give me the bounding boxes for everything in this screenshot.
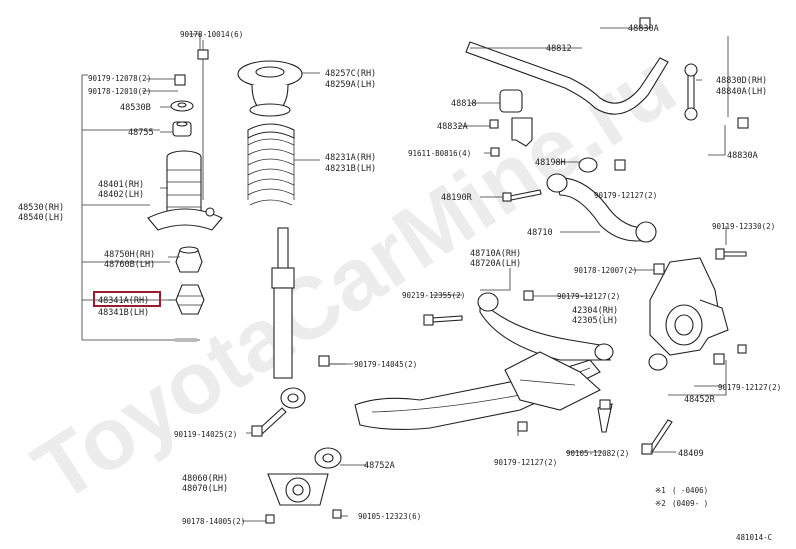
- label-48530B: 48530B: [120, 103, 151, 113]
- label-48818: 48818: [451, 99, 477, 109]
- label-48070: 48070(LH): [182, 484, 228, 494]
- washer: [170, 100, 194, 112]
- label-48540LH: 48540(LH): [18, 213, 64, 223]
- stabilizer-bar: [465, 41, 669, 115]
- shock-rod: [277, 227, 289, 271]
- bracket-bolt-small: [489, 119, 500, 157]
- label-48830A: 48830A: [727, 151, 758, 161]
- label-48341B: 48341B(LH): [98, 308, 149, 318]
- bolt-90219-12355: [423, 314, 463, 326]
- knuckle: [649, 257, 729, 356]
- label-48409: 48409: [678, 449, 704, 459]
- label-90178-12007: 90178-12007(2): [574, 266, 637, 275]
- label-90178-12010: 90178-12010(2): [88, 87, 151, 96]
- label-48190R: 48190R: [441, 193, 473, 203]
- diagram-id: 481014-C: [736, 533, 772, 542]
- label-48760B: 48760B(LH): [104, 260, 155, 270]
- label-48259A: 48259A(LH): [325, 80, 376, 90]
- nut-90179-12127-b: [517, 421, 528, 432]
- lower-link-arm: [477, 292, 614, 361]
- label-90119-14025: 90119-14025(2): [174, 430, 237, 439]
- label-90179-12127-b: 90179-12127(2): [557, 292, 620, 301]
- label-48840A: 48840A(LH): [716, 87, 767, 97]
- bolt-90105-12082: [597, 399, 613, 433]
- upper-spring-seat: [237, 60, 303, 117]
- label-90105-12323: 90105-12323(6): [358, 512, 421, 521]
- bolt-48409: [641, 419, 673, 455]
- label-48755: 48755: [128, 128, 154, 138]
- small-nut: [174, 74, 186, 86]
- label-90179-12127-c: 90179-12127(2): [718, 383, 781, 392]
- label-48752A: 48752A: [364, 461, 395, 471]
- footnote-1-mark: ※1: [655, 486, 666, 495]
- nut-90179-12127-a: [523, 290, 534, 301]
- label-90219-12355: 90219-12355(2): [402, 291, 465, 300]
- label-48812: 48812: [546, 44, 572, 54]
- shock-body: [271, 267, 306, 409]
- label-48402: 48402(LH): [98, 190, 144, 200]
- label-90179-12127-d: 90179-12127(2): [494, 458, 557, 467]
- label-48198H: 48198H: [535, 158, 566, 168]
- label-48231A: 48231A(RH): [325, 153, 376, 163]
- label-90179-12127-a: 90179-12127(2): [594, 191, 657, 200]
- label-90179-12078: 90179-12078(2): [88, 74, 151, 83]
- label-48830A-top: 48830A: [628, 24, 659, 34]
- footnote-1-text: ( -0406): [672, 486, 708, 495]
- bump-stop: [175, 246, 203, 273]
- bracket-ticks: [82, 74, 200, 341]
- stabilizer-bracket: [511, 117, 533, 147]
- label-90179-14045: 90179-14045(2): [354, 360, 417, 369]
- footnote-2-text: (0409- ): [672, 499, 708, 508]
- label-90119-12330: 90119-12330(2): [712, 222, 775, 231]
- nut-top: [197, 40, 209, 200]
- label-90178-10014: 90178-10014(6): [180, 30, 243, 39]
- bolt-90119-12330: [715, 248, 747, 260]
- spacer-plate: [175, 338, 197, 342]
- knuckle-bushing: [648, 344, 747, 371]
- nut-90178-12007: [653, 263, 665, 275]
- shock-bolt: [251, 407, 287, 437]
- upper-arm-bushing: [578, 157, 598, 173]
- label-48257C: 48257C(RH): [325, 69, 376, 79]
- label-90105-12082: 90105-12082(2): [566, 449, 629, 458]
- shock-nut: [318, 355, 330, 367]
- stabilizer-bushing: [499, 89, 523, 113]
- strut-mount: [147, 207, 223, 231]
- label-42305: 42305(LH): [572, 316, 618, 326]
- bracket-bolts: [265, 509, 342, 524]
- dust-boot: [166, 150, 202, 221]
- label-42304: 42304(RH): [572, 306, 618, 316]
- label-48060: 48060(RH): [182, 474, 228, 484]
- label-48231B: 48231B(LH): [325, 164, 376, 174]
- highlight-box[interactable]: [93, 291, 161, 307]
- upper-bushing: [172, 121, 192, 137]
- label-48830D: 48830D(RH): [716, 76, 767, 86]
- rebound-stopper: [175, 284, 205, 315]
- small-nut-upper: [614, 159, 626, 171]
- watermark: ToyotaCarMine.ru: [16, 34, 692, 521]
- label-48832A: 48832A: [437, 122, 468, 132]
- label-48710: 48710: [527, 228, 553, 238]
- label-91611-B0816: 91611-B0816(4): [408, 149, 471, 158]
- crossmember: [504, 351, 601, 411]
- label-48530RH: 48530(RH): [18, 203, 64, 213]
- upper-arm: [546, 173, 657, 243]
- label-48452R: 48452R: [684, 395, 716, 405]
- footnote-2-mark: ※2: [655, 499, 666, 508]
- lower-arm-bushing: [314, 447, 342, 469]
- trailing-bracket: [267, 473, 329, 506]
- label-48720A: 48720A(LH): [470, 259, 521, 269]
- label-90178-14005: 90178-14005(2): [182, 517, 245, 526]
- label-48750H: 48750H(RH): [104, 250, 155, 260]
- label-48401: 48401(RH): [98, 180, 144, 190]
- coil-spring: [247, 123, 295, 206]
- stabilizer-link: [639, 17, 749, 129]
- label-48341A[interactable]: 48341A(RH): [98, 296, 149, 306]
- label-48710A: 48710A(RH): [470, 249, 521, 259]
